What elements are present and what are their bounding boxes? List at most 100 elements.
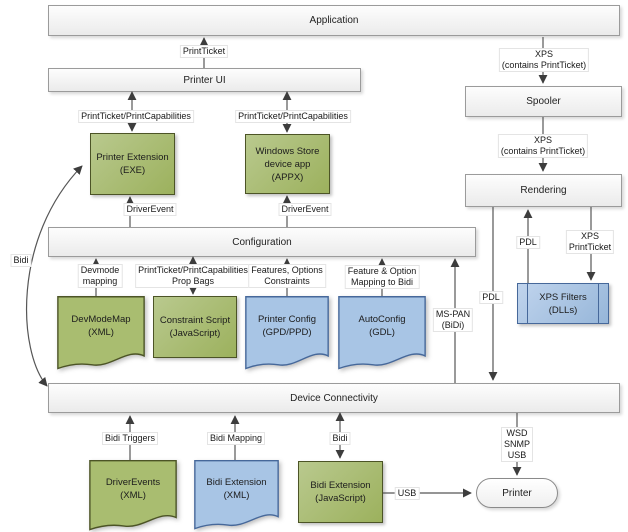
label-line: (contains PrintTicket)	[500, 146, 586, 156]
configuration-box: Configuration	[48, 227, 476, 257]
label-line: DriverEvent	[126, 204, 174, 214]
label-line: Bidi Mapping	[209, 433, 263, 443]
label-bidi-mapping: Bidi Mapping	[206, 432, 266, 445]
driverevents-line1: DriverEvents	[105, 477, 161, 489]
printer-ui-label: Printer UI	[183, 74, 226, 86]
label-wsd-snmp-usb: WSD SNMP USB	[500, 427, 534, 462]
label-line: USB	[507, 450, 527, 460]
constraint-script-line2: (JavaScript)	[169, 328, 221, 339]
label-line: PrintTicket	[182, 46, 226, 56]
windows-store-line3: (APPX)	[271, 171, 304, 183]
printer-ui-box: Printer UI	[48, 68, 361, 92]
label-line: Features, Options	[251, 265, 323, 275]
arrow-bidi-curve	[25, 165, 83, 387]
label-line: Mapping to Bidi	[350, 277, 414, 287]
constraint-script-node: Constraint Script (JavaScript)	[153, 296, 237, 358]
autoconfig-line1: AutoConfig	[358, 314, 406, 326]
devmodemap-line2: (XML)	[88, 327, 114, 339]
xps-filters-node: XPS Filters (DLLs)	[517, 283, 609, 324]
label-ptpc-left: PrintTicket/PrintCapabilities	[78, 110, 194, 123]
label-bidi-triggers: Bidi Triggers	[101, 432, 159, 445]
application-label: Application	[309, 15, 359, 26]
xps-filters-line2: (DLLs)	[548, 304, 578, 316]
document-shape	[194, 460, 279, 530]
label-pdl-long: PDL	[479, 291, 503, 304]
label-line: (contains PrintTicket)	[501, 60, 587, 70]
label-line: (BiDi)	[441, 320, 465, 330]
xps-filters-line1: XPS Filters	[539, 291, 587, 303]
printer-extension-line1: Printer Extension	[96, 152, 169, 163]
printer-config-document: Printer Config (GPD/PPD)	[245, 296, 329, 370]
label-line: XPS	[580, 231, 599, 241]
device-connectivity-label: Device Connectivity	[290, 392, 378, 404]
label-xps-contains-1: XPS (contains PrintTicket)	[498, 48, 590, 72]
rendering-box: Rendering	[465, 174, 622, 207]
windows-store-line2: device app	[264, 158, 311, 170]
label-line: PDL	[519, 237, 537, 247]
label-line: DriverEvent	[281, 204, 329, 214]
label-line: Bidi	[13, 255, 29, 265]
configuration-label: Configuration	[232, 236, 292, 248]
label-line: Bidi Triggers	[104, 433, 156, 443]
label-line: Bidi	[332, 433, 348, 443]
label-xps-printticket: XPS PrintTicket	[565, 230, 615, 254]
label-line: MS-PAN	[435, 309, 471, 319]
bidi-extension-xml-document: Bidi Extension (XML)	[194, 460, 279, 530]
label-line: WSD	[506, 428, 528, 438]
label-print-ticket: PrintTicket	[179, 45, 229, 58]
printer-label: Printer	[502, 487, 532, 499]
label-line: PrintTicket/PrintCapabilities	[138, 265, 248, 275]
label-line: XPS	[534, 49, 554, 59]
windows-store-device-app-node: Windows Store device app (APPX)	[245, 134, 330, 194]
bidi-extension-js-node: Bidi Extension (JavaScript)	[298, 461, 383, 523]
driverevents-line2: (XML)	[120, 490, 146, 502]
label-line: Constraints	[264, 276, 310, 286]
label-line: XPS	[533, 135, 553, 145]
application-box: Application	[48, 5, 620, 36]
windows-store-line1: Windows Store	[255, 145, 320, 157]
printer-config-line2: (GPD/PPD)	[262, 327, 312, 339]
subprocess-bar-right	[598, 284, 599, 323]
label-bidi-left: Bidi	[10, 254, 32, 267]
printer-config-line1: Printer Config	[257, 314, 317, 326]
spooler-box: Spooler	[465, 86, 622, 117]
label-features-options: Features, Options Constraints	[248, 264, 326, 288]
spooler-label: Spooler	[526, 96, 561, 107]
label-devmode-mapping: Devmode mapping	[77, 264, 123, 288]
autoconfig-line2: (GDL)	[369, 327, 395, 339]
label-line: PrintTicket	[568, 242, 612, 252]
label-line: Feature & Option	[347, 266, 417, 276]
document-shape	[338, 296, 426, 370]
devmodemap-line1: DevModeMap	[71, 314, 131, 326]
subprocess-bar-left	[527, 284, 528, 323]
label-ptpc-propbags: PrintTicket/PrintCapabilities Prop Bags	[135, 264, 251, 288]
label-line: SNMP	[503, 439, 531, 449]
label-bidi-center: Bidi	[329, 432, 351, 445]
label-pdl-filters: PDL	[516, 236, 540, 249]
bidi-extension-js-line1: Bidi Extension	[310, 480, 371, 491]
autoconfig-document: AutoConfig (GDL)	[338, 296, 426, 370]
label-usb: USB	[394, 487, 420, 500]
label-xps-contains-2: XPS (contains PrintTicket)	[497, 134, 589, 158]
label-driverevent-left: DriverEvent	[123, 203, 177, 216]
label-line: PrintTicket/PrintCapabilities	[81, 111, 191, 121]
driverevents-document: DriverEvents (XML)	[89, 460, 177, 531]
label-feature-option-bidi: Feature & Option Mapping to Bidi	[344, 265, 420, 289]
label-line: Prop Bags	[171, 276, 215, 286]
bidi-extension-js-line2: (JavaScript)	[315, 493, 366, 504]
label-line: mapping	[82, 276, 118, 286]
label-ms-pan: MS-PAN (BiDi)	[432, 308, 474, 332]
document-shape	[245, 296, 329, 370]
label-line: PDL	[482, 292, 500, 302]
label-ptpc-right: PrintTicket/PrintCapabilities	[235, 110, 351, 123]
device-connectivity-box: Device Connectivity	[48, 383, 620, 413]
label-driverevent-right: DriverEvent	[278, 203, 332, 216]
printer-extension-line2: (EXE)	[119, 165, 146, 176]
rendering-label: Rendering	[520, 185, 567, 196]
label-line: USB	[397, 488, 417, 498]
bidi-extension-xml-line2: (XML)	[223, 489, 250, 501]
constraint-script-line1: Constraint Script	[159, 315, 231, 326]
label-line: PrintTicket/PrintCapabilities	[238, 111, 348, 121]
printer-extension-node: Printer Extension (EXE)	[90, 133, 175, 195]
